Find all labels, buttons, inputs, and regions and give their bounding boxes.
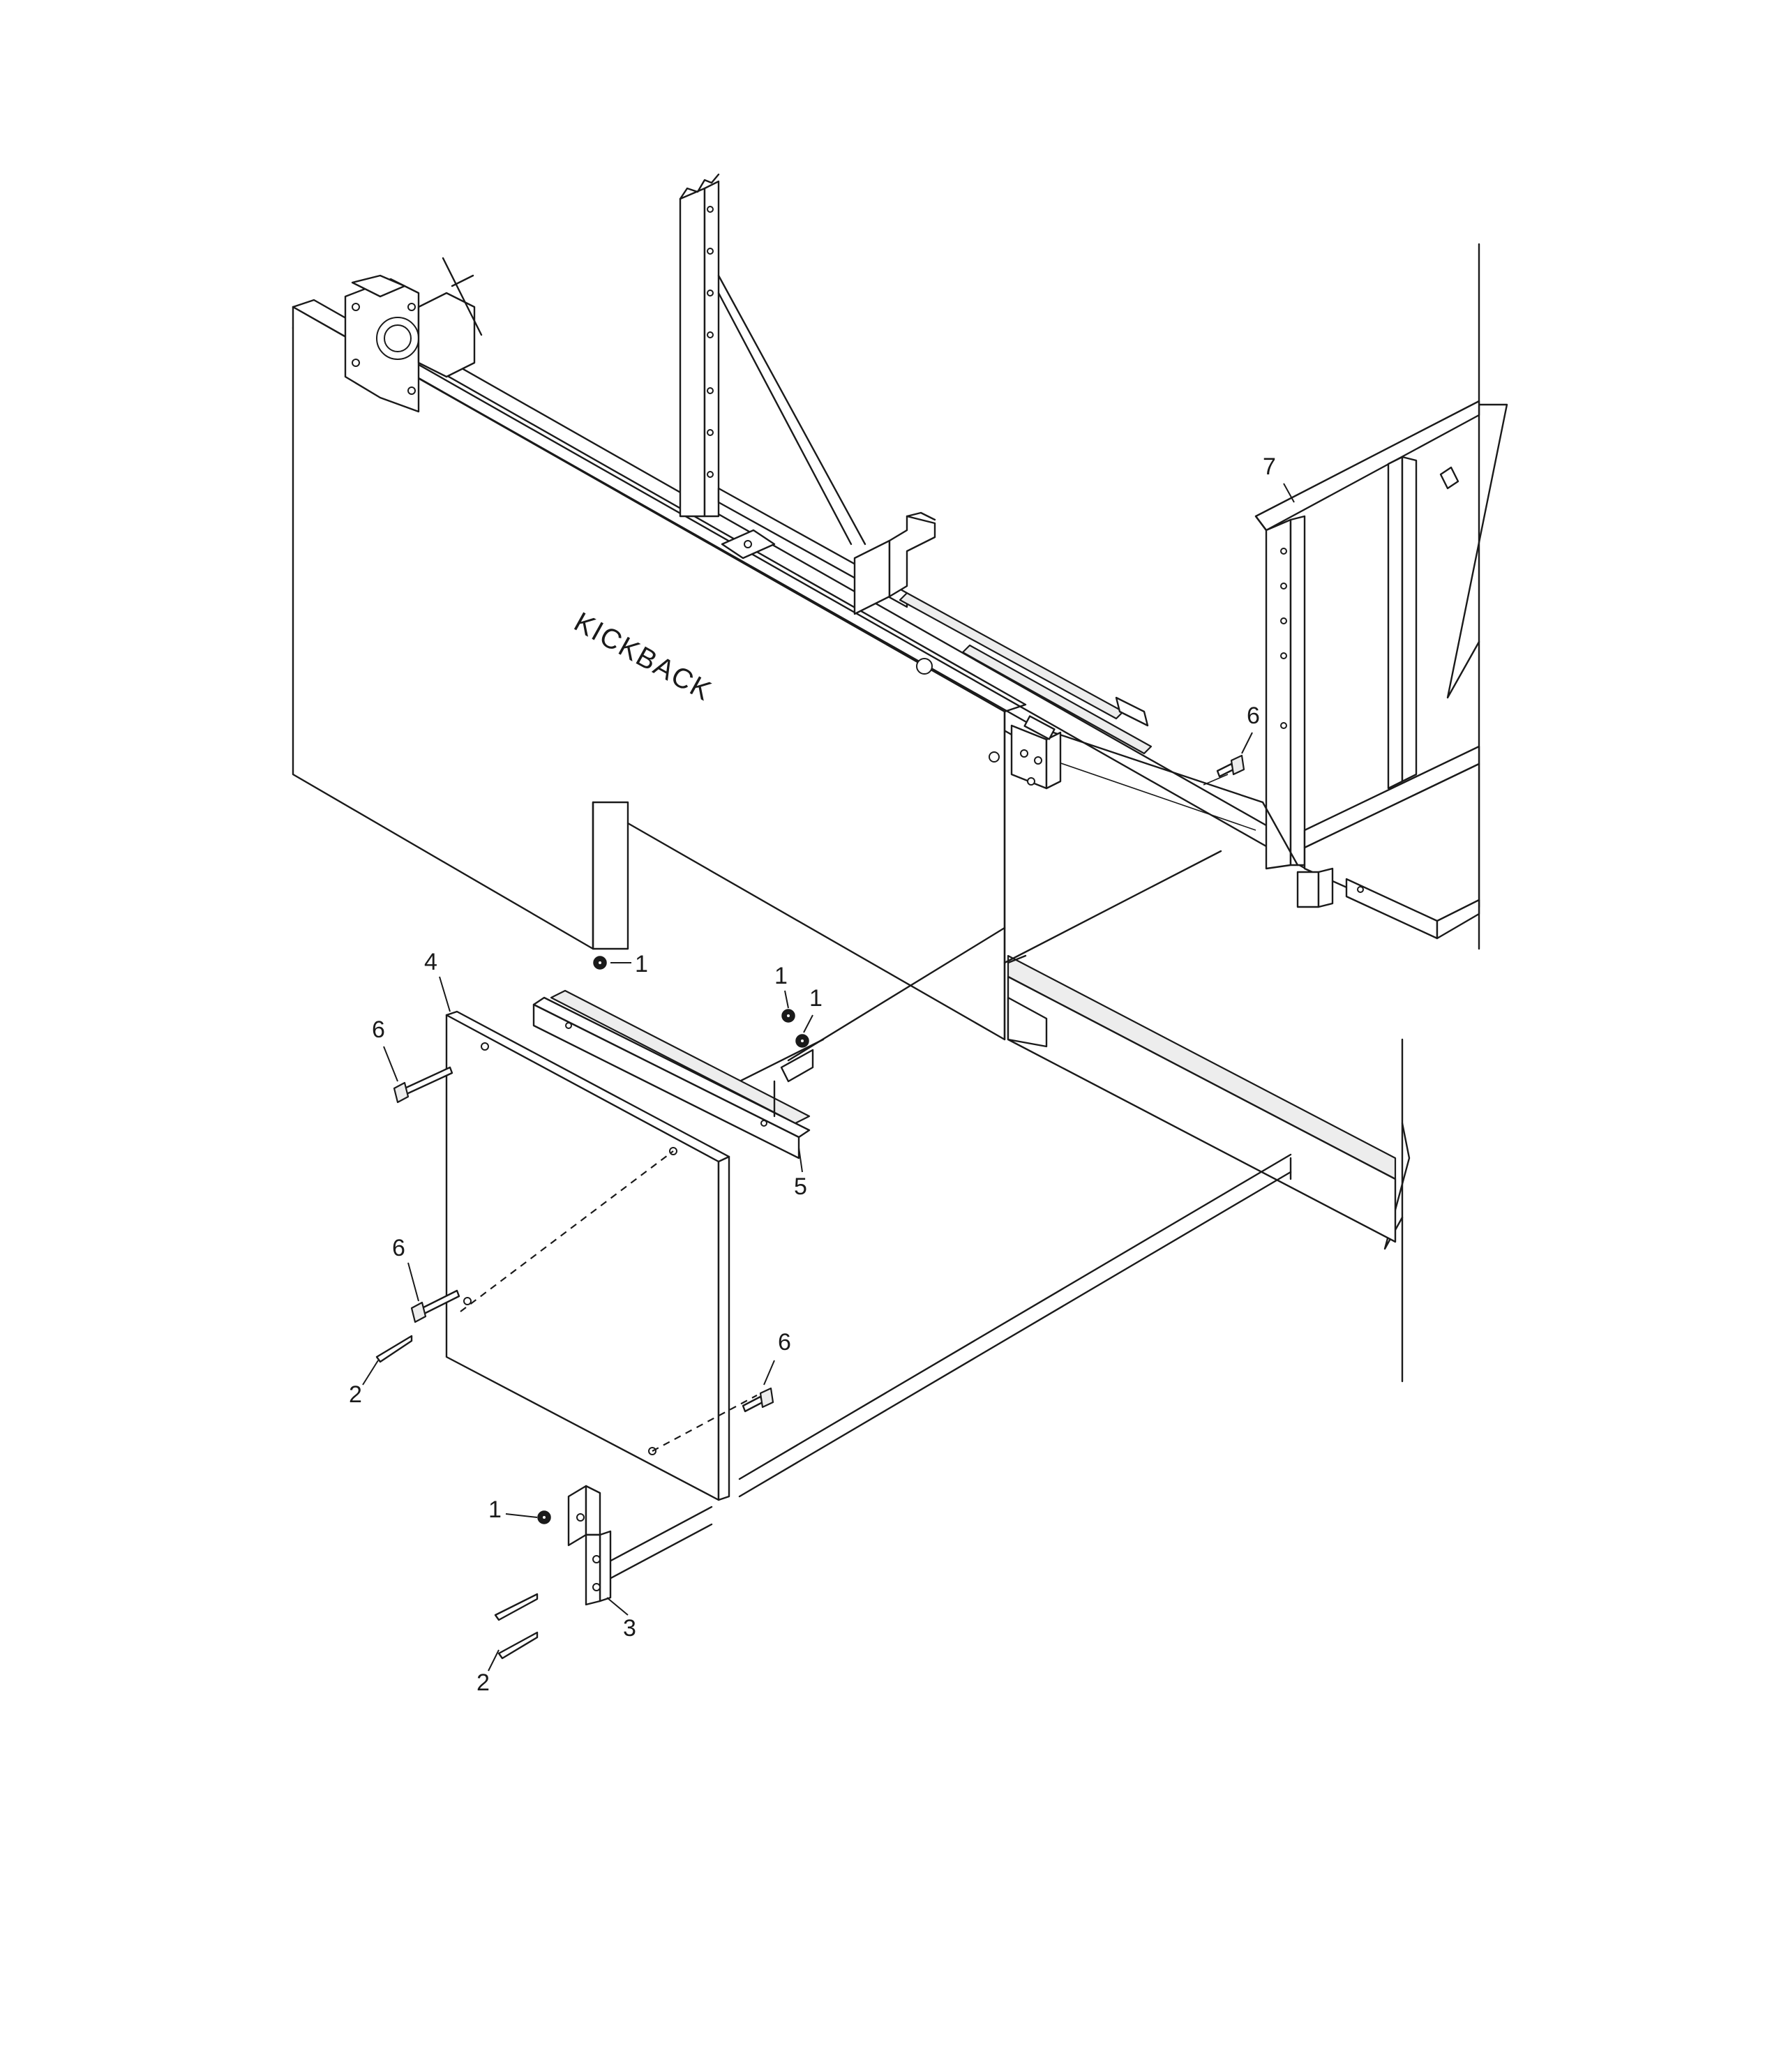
callout-1: 1 [809,985,823,1012]
callout-6: 6 [778,1329,791,1356]
hidden-line-upper [460,1150,674,1312]
bolt-icon [410,1289,460,1323]
panel-end-bracket [1010,715,1062,790]
corner-bracket [567,1485,612,1606]
callout-3: 3 [623,1615,636,1642]
motor-mount [344,257,483,413]
callout-leaders [362,483,1295,1672]
callout-1: 1 [635,951,648,977]
nut-icon [593,956,607,970]
right-frame-lower [1007,954,1411,1383]
callout-2: 2 [349,1381,362,1408]
callout-5: 5 [794,1173,807,1200]
screw-icon [497,1631,539,1660]
callout-7: 7 [1263,453,1276,480]
beam-bracket [853,511,936,615]
bolt-icon [742,1387,774,1413]
callout-6: 6 [372,1016,385,1043]
bolt-icon [393,1066,453,1104]
vertical-post [679,173,908,608]
nut-icon [537,1510,551,1524]
callout-4: 4 [424,949,437,975]
screw-icon [375,1335,413,1363]
nut-icon [795,1034,809,1048]
right-frame-upper [1254,243,1508,950]
slide-rails [899,592,1153,755]
callout-1: 1 [488,1496,502,1523]
callout-6: 6 [1247,703,1260,729]
nut-icon [781,1009,795,1023]
callout-1: 1 [774,963,788,989]
angle-bracket [532,989,814,1159]
callout-6: 6 [392,1235,405,1261]
bolt-icon [1203,754,1245,786]
screw-icon [494,1593,539,1621]
callout-2: 2 [476,1669,490,1696]
kickback-panel: KICKBACK [292,299,1027,1041]
